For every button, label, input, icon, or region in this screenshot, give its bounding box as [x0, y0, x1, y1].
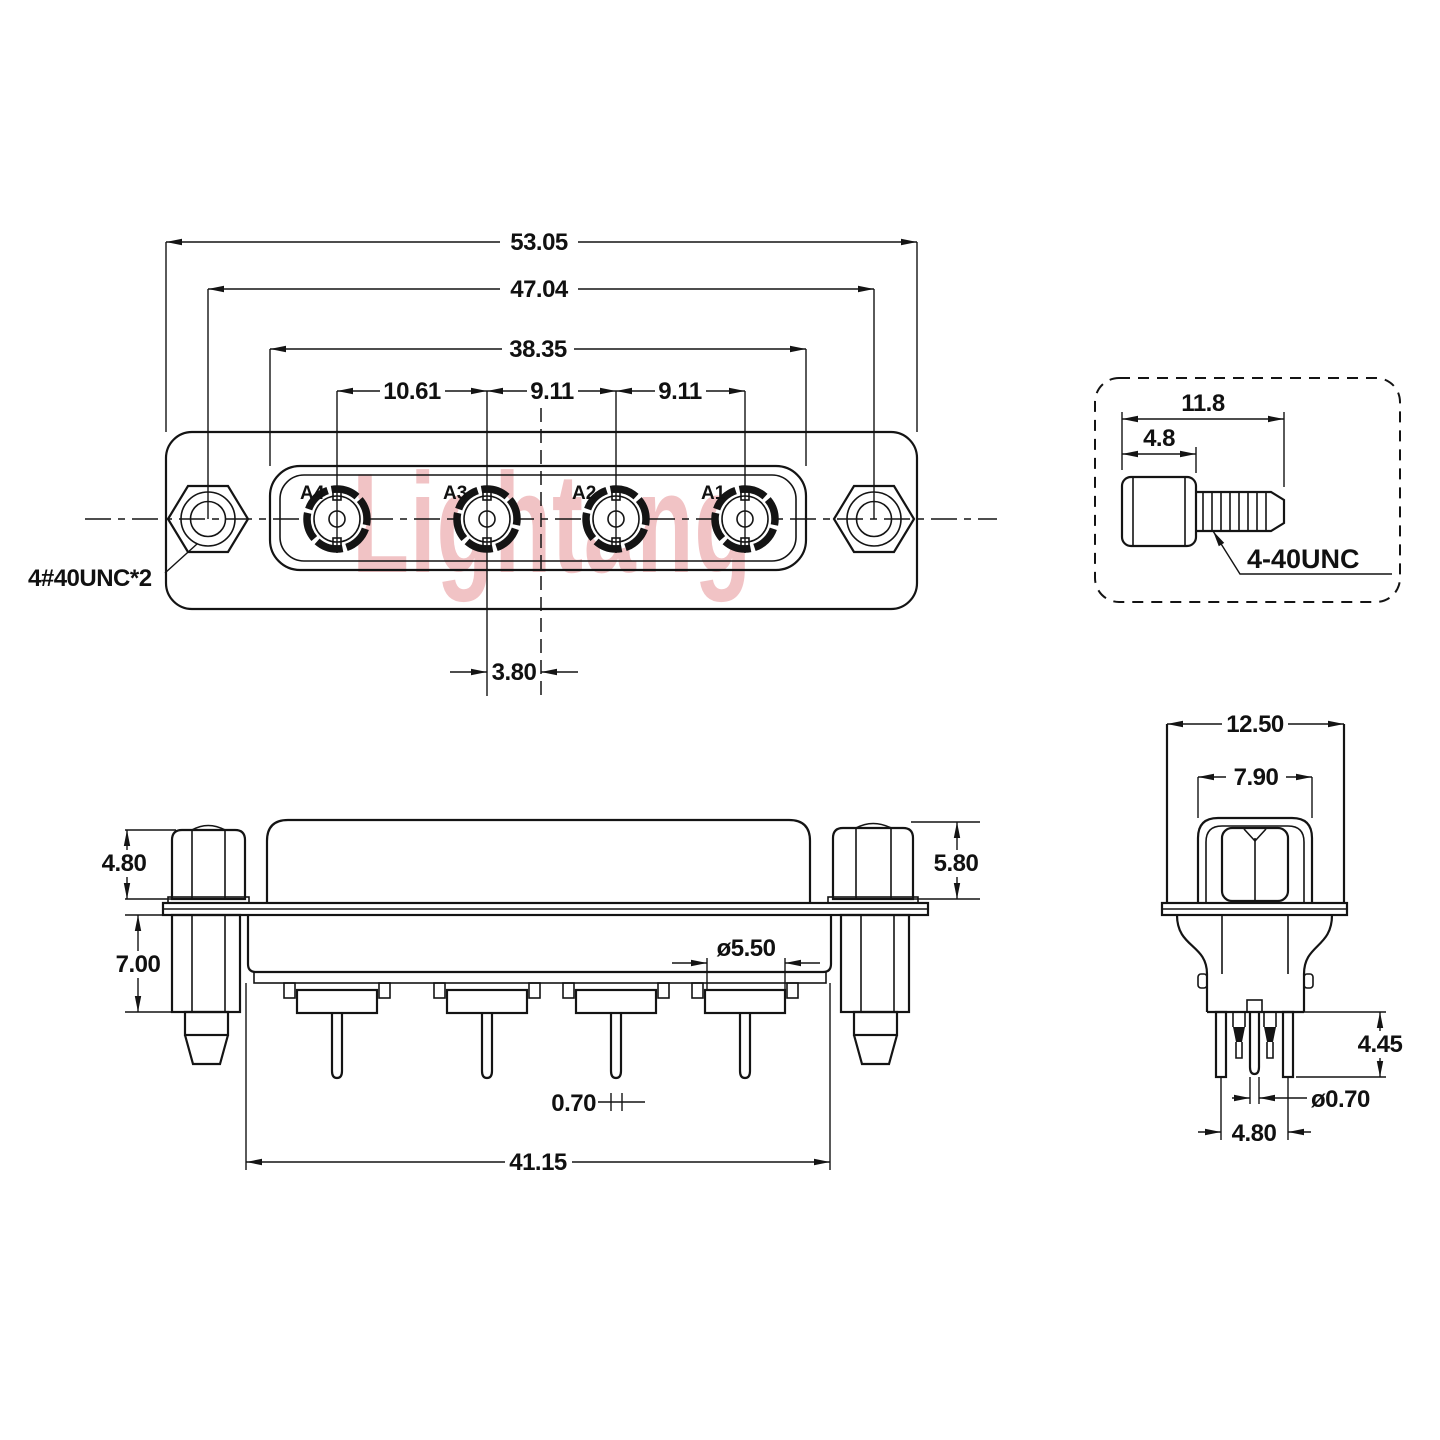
contact-label-a1: A1	[701, 483, 726, 504]
svg-text:4.45: 4.45	[1358, 1031, 1403, 1058]
side-contact-a2	[562, 982, 670, 1080]
rear-shell	[1196, 816, 1314, 903]
svg-text:41.15: 41.15	[509, 1149, 567, 1176]
dim-standoff-length: 7.00	[110, 914, 176, 1013]
screw-detail-view: 11.8 4.8 4-40UNC	[1094, 377, 1401, 603]
side-right-standoff	[839, 913, 911, 1066]
thread-note: 4#40UNC*2	[28, 543, 198, 592]
svg-text:7.90: 7.90	[1234, 764, 1279, 791]
svg-text:4.80: 4.80	[102, 850, 147, 877]
dim-mount-span: 47.04	[208, 276, 874, 303]
dim-pitch-a2-a1: 9.11	[616, 378, 745, 405]
dim-hex-height: 4.80	[96, 829, 176, 900]
dim-pitch-a3-a2: 9.11	[487, 378, 616, 405]
dim-pitch-a4-a3: 10.61	[337, 378, 487, 405]
svg-text:4#40UNC*2: 4#40UNC*2	[28, 565, 152, 592]
dim-rear-pin-dia: ø0.70	[1232, 1077, 1371, 1113]
svg-text:12.50: 12.50	[1226, 711, 1284, 738]
dim-nut-height: 5.80	[911, 821, 985, 900]
watermark: Lightang	[352, 444, 752, 603]
side-view: 4.80 5.80 7.00 ø5.50 0.70	[96, 818, 985, 1176]
svg-text:ø5.50: ø5.50	[717, 935, 776, 962]
svg-text:4.8: 4.8	[1143, 425, 1175, 452]
side-left-standoff	[170, 913, 242, 1066]
side-contact-a3	[433, 982, 541, 1080]
svg-text:9.11: 9.11	[530, 378, 574, 405]
rear-hex-nut	[1220, 826, 1290, 903]
svg-text:ø0.70: ø0.70	[1311, 1086, 1370, 1113]
dim-shell-width: 38.35	[270, 336, 806, 363]
svg-text:10.61: 10.61	[383, 378, 441, 405]
screw-head	[1120, 475, 1198, 548]
screw-thread-shaft	[1196, 490, 1286, 533]
front-view: A4 A3 A2 A1 53.05 47.04 38.35	[28, 229, 997, 696]
dim-contact-dia: ø5.50	[672, 935, 820, 990]
dim-pin-dia-side: 0.70	[551, 1090, 645, 1117]
front-body-outline	[164, 430, 919, 611]
svg-text:0.70: 0.70	[551, 1090, 596, 1117]
rear-flange	[1160, 901, 1349, 917]
svg-text:5.80: 5.80	[934, 850, 979, 877]
dim-overall-width: 53.05	[166, 229, 917, 256]
contact-label-a2: A2	[572, 483, 596, 504]
side-contact-a4	[283, 982, 391, 1080]
front-extension-lines	[165, 242, 918, 696]
thread-spec-callout: 4-40UNC	[1212, 530, 1392, 575]
svg-text:3.80: 3.80	[492, 659, 537, 686]
svg-text:9.11: 9.11	[658, 378, 702, 405]
contact-label-a4: A4	[300, 483, 325, 504]
side-contact-a1	[691, 982, 799, 1080]
svg-text:38.35: 38.35	[509, 336, 567, 363]
svg-text:53.05: 53.05	[510, 229, 568, 256]
contact-label-a3: A3	[443, 483, 467, 504]
detail-border	[1094, 377, 1401, 603]
side-right-jackscrew-hex	[827, 822, 919, 904]
dim-center-offset: 3.80	[450, 659, 578, 686]
dim-rear-body-width: 12.50	[1167, 711, 1344, 738]
dim-screw-head: 4.8	[1122, 425, 1197, 473]
dim-rear-contact-height: 4.45	[1296, 1011, 1409, 1078]
dim-screw-overall: 11.8	[1121, 390, 1285, 487]
dim-rear-wall-span: 4.80	[1198, 1077, 1311, 1147]
dim-body-width-side: 41.15	[245, 983, 831, 1176]
rear-body-sides	[1165, 724, 1346, 903]
rear-lower-body	[1175, 914, 1334, 1014]
svg-text:11.8: 11.8	[1181, 390, 1225, 417]
dim-rear-shell-width: 7.90	[1197, 764, 1313, 818]
svg-text:4.80: 4.80	[1232, 1120, 1277, 1147]
svg-text:4-40UNC: 4-40UNC	[1247, 544, 1360, 574]
rear-contact-section	[1214, 1010, 1295, 1079]
svg-text:7.00: 7.00	[116, 951, 161, 978]
svg-text:47.04: 47.04	[510, 276, 569, 303]
rear-view: 12.50 7.90 4.45 ø0.70 4.80	[1160, 711, 1409, 1147]
side-body	[161, 818, 930, 917]
side-left-jackscrew-hex	[167, 824, 250, 904]
